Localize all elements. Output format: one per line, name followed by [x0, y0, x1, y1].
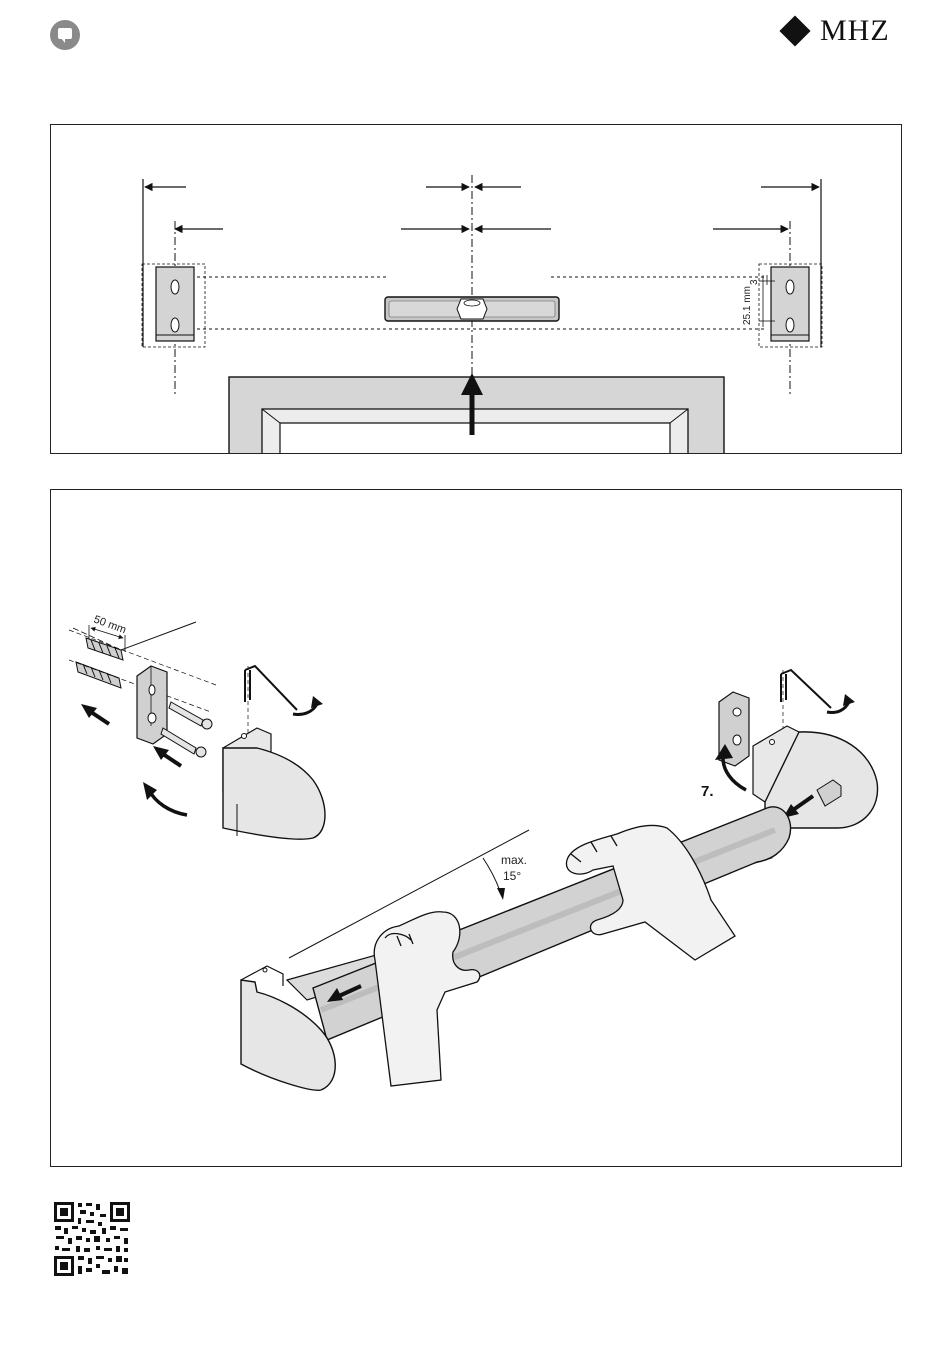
bracket-offset-label: 3 [749, 279, 760, 285]
left-mounting-assembly: 50 mm [69, 614, 325, 840]
bracket-alignment-drawing: 25.1 mm 3 [51, 125, 901, 453]
angle-value-label: 15° [503, 869, 521, 883]
rotate-arrow-icon [293, 696, 323, 715]
speech-bubble-icon [50, 20, 80, 50]
outer-dimension-line [143, 179, 821, 347]
wall-plug-icon [76, 638, 123, 688]
brand-name: MHZ [820, 14, 890, 48]
allen-key-icon [781, 670, 831, 708]
screw-spacing-label: 50 mm [92, 614, 128, 637]
spirit-level-icon [385, 297, 559, 321]
brand-logo: MHZ [784, 14, 890, 48]
wall-bracket-icon [759, 264, 822, 347]
allen-key-icon [245, 666, 297, 710]
right-mounting-assembly: 7. [701, 670, 878, 828]
bracket-height-label: 25.1 mm [742, 286, 753, 325]
qr-code-icon[interactable] [52, 1200, 132, 1278]
rotate-arrow-icon [827, 694, 855, 713]
rotate-arrow-icon [143, 782, 187, 815]
qr-code-graphic [52, 1200, 132, 1278]
screw-icon [161, 702, 212, 757]
diamond-logo-icon [779, 15, 810, 46]
end-cap-icon [223, 728, 325, 839]
figure-bracket-alignment: 25.1 mm 3 [50, 124, 902, 454]
angle-prefix-label: max. [501, 853, 527, 867]
step-number: 7. [701, 783, 714, 800]
figure-roller-installation: 50 mm [50, 489, 902, 1167]
wall-bracket-icon [142, 264, 205, 347]
roller-installation-drawing: 50 mm [51, 490, 901, 1166]
